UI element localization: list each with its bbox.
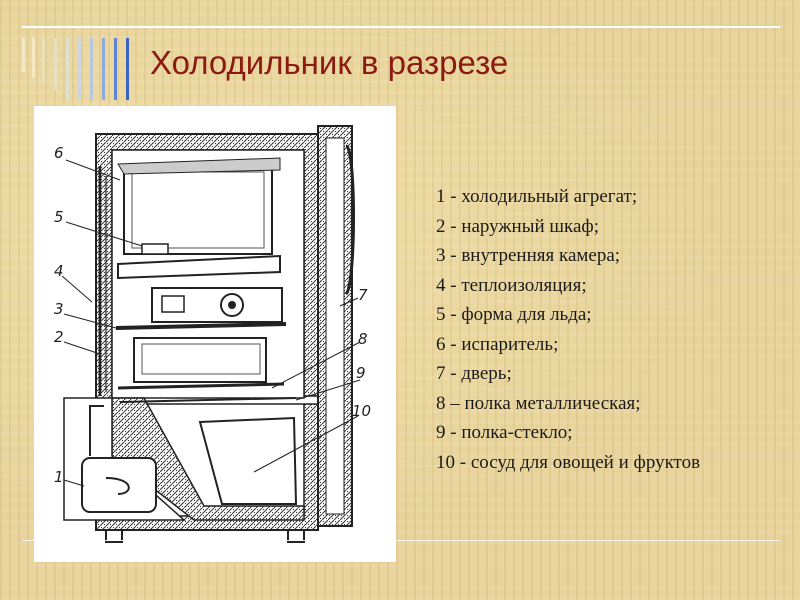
leader-9 [295, 379, 361, 401]
deco-bar [32, 38, 35, 78]
legend-item: 4 - теплоизоляция; [436, 274, 587, 296]
legend-item: 7 - дверь; [436, 363, 512, 384]
compressor-tube [105, 477, 130, 495]
lamp [161, 295, 185, 313]
header-rule [22, 26, 780, 28]
compressor-pipe [89, 405, 104, 456]
legend-item: 10 - сосуд для овощей и фруктов [436, 451, 701, 473]
legend-item: 8 – полка металлическая; [436, 392, 641, 414]
inner-chamber-shelf [115, 322, 287, 330]
deco-bar [66, 38, 69, 100]
door-handle [344, 144, 355, 296]
legend-item: 5 - форма для льда; [436, 304, 592, 325]
metal-shelf [117, 382, 285, 390]
callout-2: 2 [54, 328, 64, 346]
deco-bar [114, 38, 117, 100]
callout-8: 8 [358, 330, 368, 348]
legend-item: 9 - полка-стекло; [436, 422, 573, 443]
deco-bar [102, 38, 105, 100]
leader-10 [253, 415, 359, 473]
thermostat-knob-center [228, 301, 236, 309]
leader-3 [63, 313, 117, 329]
callout-1: 1 [54, 468, 64, 486]
leader-6 [65, 159, 121, 181]
legend-item: 3 - внутренняя камера; [436, 245, 621, 266]
callout-5: 5 [54, 208, 64, 226]
slide-title: Холодильник в разрезе [150, 44, 509, 81]
deco-bar [54, 38, 57, 90]
door-inner [325, 137, 345, 515]
callout-6: 6 [54, 144, 64, 162]
refrigerator-drawing: 6 5 4 3 2 1 7 8 9 10 [54, 125, 371, 543]
leader-1 [63, 479, 85, 487]
evaporator-rim [117, 157, 281, 175]
footer-rule [22, 540, 780, 541]
deco-bar [78, 38, 81, 100]
deco-bar [22, 38, 25, 72]
leader-2 [63, 341, 101, 355]
callout-4: 4 [54, 262, 64, 280]
foot-left [105, 529, 123, 543]
callout-10: 10 [352, 402, 371, 420]
glass-shelf [119, 397, 297, 403]
middle-drawer-front [141, 343, 261, 375]
leader-lines [61, 159, 361, 487]
callout-7: 7 [358, 286, 368, 304]
legend-item: 2 - наружный шкаф; [436, 215, 600, 237]
ice-tray [141, 243, 169, 255]
deco-bar [126, 38, 129, 100]
evaporator-inner [131, 171, 265, 249]
leader-5 [65, 221, 143, 247]
leader-8 [271, 341, 361, 389]
drip-tray [117, 254, 281, 280]
deco-bar [42, 38, 45, 84]
deco-bar [90, 38, 93, 100]
decorative-bars [22, 38, 130, 100]
vegetable-container [198, 416, 298, 505]
leader-7 [339, 297, 359, 307]
foot-right [287, 529, 305, 543]
middle-drawer [133, 337, 267, 383]
legend-item: 1 - холодильный агрегат; [436, 186, 638, 207]
legend-item: 6 - испаритель; [436, 333, 559, 355]
callout-3: 3 [54, 300, 64, 318]
compressor [81, 457, 157, 513]
leader-4 [61, 275, 93, 303]
refrigerator-cross-section-figure: 6 5 4 3 2 1 7 8 9 10 [34, 106, 396, 562]
callout-9: 9 [356, 364, 366, 382]
parts-legend: 1 - холодильный агрегат; 2 - наружный шк… [436, 182, 786, 477]
